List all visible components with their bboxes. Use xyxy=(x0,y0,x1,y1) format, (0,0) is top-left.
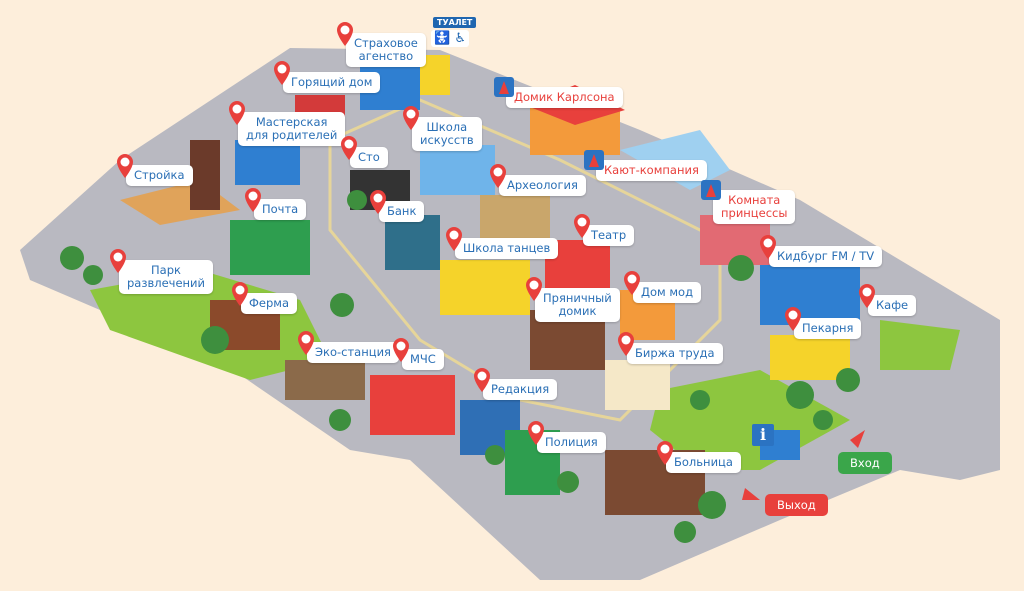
location-12-label[interactable]: Театр xyxy=(583,225,635,246)
map-pin-icon[interactable] xyxy=(525,276,543,302)
label-line: Парк xyxy=(151,263,181,277)
location-24-label[interactable]: Редакция xyxy=(483,379,558,400)
location-5-label[interactable]: Сто xyxy=(350,147,388,168)
location-1-label[interactable]: Горящий дом xyxy=(283,72,381,93)
map-pin-icon[interactable] xyxy=(759,234,777,260)
exit-button[interactable]: Выход xyxy=(765,494,828,516)
map-pin-icon[interactable] xyxy=(784,306,802,332)
cafe-grass xyxy=(880,320,960,370)
arrows xyxy=(742,430,865,500)
location-6-label[interactable]: Кают-компания xyxy=(596,160,707,181)
map-pin-icon[interactable] xyxy=(623,270,641,296)
map-pin-icon[interactable] xyxy=(527,420,545,446)
party-hat-icon xyxy=(701,180,721,200)
party-hat-icon xyxy=(494,77,514,97)
map-pin-icon[interactable] xyxy=(116,153,134,179)
map-pin-icon[interactable] xyxy=(656,440,674,466)
location-23-label[interactable]: МЧС xyxy=(402,349,444,370)
map-pin-icon[interactable] xyxy=(858,283,876,309)
location-19-label[interactable]: Кафе xyxy=(868,295,917,316)
map-pin-icon[interactable] xyxy=(244,187,262,213)
entrance-button[interactable]: Вход xyxy=(838,452,892,474)
label-line: Комната xyxy=(728,193,781,207)
toilet-sign: ТУАЛЕТ xyxy=(433,17,477,28)
info-icon[interactable]: i xyxy=(752,424,774,446)
trees xyxy=(60,190,860,543)
label-line: домик xyxy=(558,304,597,318)
toilet-accessibility-icon: 🚼 ♿ xyxy=(431,30,469,47)
location-21-label[interactable]: Эко-станция xyxy=(307,342,399,363)
location-20-label[interactable]: Пекарня xyxy=(794,318,862,339)
location-22-label[interactable]: Биржа труда xyxy=(627,343,723,364)
map-pin-icon[interactable] xyxy=(573,213,591,239)
label-line: развлечений xyxy=(127,276,206,290)
map-pin-icon[interactable] xyxy=(336,21,354,47)
location-2-label[interactable]: Домик Карлсона xyxy=(506,87,623,108)
label-line: принцессы xyxy=(721,206,788,220)
label-line: Страховое xyxy=(354,36,418,50)
location-25-label[interactable]: Полиция xyxy=(537,432,606,453)
label-line: Мастерская xyxy=(255,115,328,129)
location-10-label[interactable]: Банк xyxy=(379,201,425,222)
map-pin-icon[interactable] xyxy=(231,281,249,307)
party-hat-icon xyxy=(584,150,604,170)
map-pin-icon[interactable] xyxy=(340,135,358,161)
map-pin-icon[interactable] xyxy=(369,189,387,215)
label-line: Школа xyxy=(426,120,468,134)
location-13-label[interactable]: Школа танцев xyxy=(455,238,559,259)
location-14-label[interactable]: Кидбург FM / TV xyxy=(769,246,883,267)
map-pin-icon[interactable] xyxy=(617,331,635,357)
map-pin-icon[interactable] xyxy=(273,60,291,86)
map-pin-icon[interactable] xyxy=(473,367,491,393)
location-11-label[interactable]: Почта xyxy=(254,199,307,220)
map-pin-icon[interactable] xyxy=(297,330,315,356)
label-line: для родителей xyxy=(246,128,338,142)
label-line: агенство xyxy=(358,49,414,63)
map-pin-icon[interactable] xyxy=(445,226,463,252)
map-pin-icon[interactable] xyxy=(489,163,507,189)
location-16-label[interactable]: Ферма xyxy=(241,293,297,314)
location-17-label[interactable]: Дом мод xyxy=(633,282,702,303)
map-pin-icon[interactable] xyxy=(402,105,420,131)
location-7-label[interactable]: Стройка xyxy=(126,165,193,186)
label-line: искусств xyxy=(420,133,474,147)
label-line: Пряничный xyxy=(543,291,612,305)
location-8-label[interactable]: Археология xyxy=(499,175,586,196)
map-pin-icon[interactable] xyxy=(392,337,410,363)
map-pin-icon[interactable] xyxy=(109,248,127,274)
location-26-label[interactable]: Больница xyxy=(666,452,741,473)
map-pin-icon[interactable] xyxy=(228,100,246,126)
